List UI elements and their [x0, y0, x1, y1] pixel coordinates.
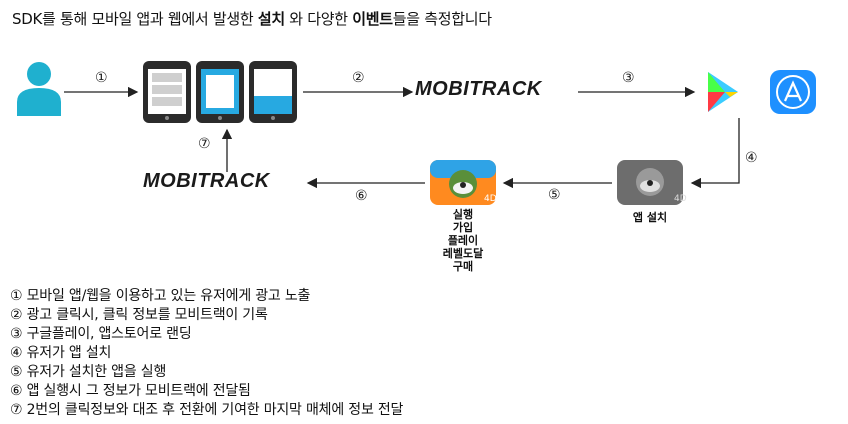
step-item: ⑤ 유저가 설치한 앱을 실행: [10, 364, 167, 380]
arrow: [690, 118, 740, 189]
step-marker-3: ③: [622, 70, 635, 86]
step-item: ② 광고 클릭시, 클릭 정보를 모비트랙이 기록: [10, 307, 268, 323]
event-label-level: 레벨도달: [442, 247, 484, 260]
title-text: 와 다양한: [284, 10, 353, 28]
step-item: ① 모바일 앱/웹을 이용하고 있는 유저에게 광고 노출: [10, 288, 311, 304]
svg-text:4D: 4D: [674, 194, 687, 204]
steps-list: ① 모바일 앱/웹을 이용하고 있는 유저에게 광고 노출 ② 광고 클릭시, …: [10, 287, 403, 420]
flow-diagram: 4D 4D: [17, 61, 816, 205]
page-title: SDK를 통해 모바일 앱과 웹에서 발생한 설치 와 다양한 이벤트들을 측정…: [12, 8, 492, 29]
phone-icon: [249, 61, 297, 123]
step-marker-6: ⑥: [355, 188, 368, 204]
mobitrack-logo: MOBITRACK: [415, 78, 542, 100]
svg-text:4D: 4D: [484, 194, 497, 204]
step-marker-5: ⑤: [548, 187, 561, 203]
step-item: ⑥ 앱 실행시 그 정보가 모비트랙에 전달됨: [10, 383, 251, 399]
mobitrack-logo: MOBITRACK: [143, 170, 270, 192]
phone-icon: [196, 61, 244, 123]
event-label-purchase: 구매: [452, 260, 474, 273]
step-item: ⑦ 2번의 클릭정보와 대조 후 전환에 기여한 마지막 매체에 정보 전달: [10, 402, 404, 418]
install-label: 앱 설치: [632, 211, 668, 224]
app-icon: 4D: [617, 160, 687, 205]
step-marker-2: ②: [352, 70, 365, 86]
app-icon: 4D: [430, 160, 497, 205]
title-bold-events: 이벤트: [352, 10, 393, 28]
user-icon: [17, 62, 61, 116]
title-text: 들을 측정합니다: [392, 10, 492, 28]
title-bold-install: 설치: [257, 10, 285, 28]
phone-icon: [143, 61, 191, 123]
event-label-launch: 실행: [452, 208, 474, 221]
app-event-labels: 실행 가입 플레이 레벨도달 구매: [428, 208, 498, 273]
step-marker-7: ⑦: [198, 136, 211, 152]
step-item: ③ 구글플레이, 앱스토어로 랜딩: [10, 326, 192, 342]
google-play-icon: [708, 72, 738, 112]
step-marker-1: ①: [95, 70, 108, 86]
step-item: ④ 유저가 앱 설치: [10, 345, 112, 361]
event-label-signup: 가입: [452, 221, 474, 234]
step-marker-4: ④: [745, 150, 758, 166]
app-store-icon: [770, 70, 816, 114]
event-label-play: 플레이: [447, 234, 479, 247]
title-text: SDK를 통해 모바일 앱과 웹에서 발생한: [12, 10, 258, 28]
